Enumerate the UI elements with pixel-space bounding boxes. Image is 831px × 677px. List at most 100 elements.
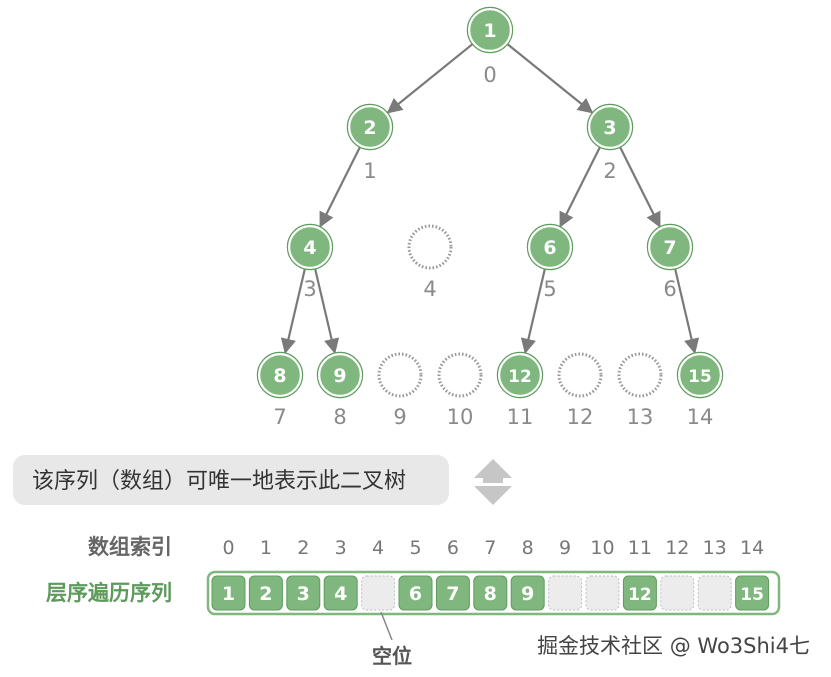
double-arrow-icon [474,459,512,505]
tree-empty-node [407,224,453,270]
tree-edge [618,146,661,228]
tree-node-value: 4 [303,237,316,259]
array-empty-cell [660,575,695,611]
array-index: 3 [335,537,347,559]
array-cell: 12 [622,575,657,611]
array-cell: 2 [248,575,283,611]
array-index: 12 [665,537,689,559]
tree-node: 9 [316,351,364,399]
array-index: 8 [522,537,534,559]
tree-edges [280,42,700,355]
array-index: 9 [559,537,571,559]
tree-empty-node [377,352,423,398]
array-empty-cell [697,575,732,611]
tree-node: 2 [346,103,394,151]
watermark: 掘金技术社区 @ Wo3Shi4七 [537,634,810,658]
tree-edge [313,268,340,355]
tree-node-index: 12 [567,405,594,429]
tree-node-index: 10 [447,405,474,429]
array-index: 5 [409,537,421,559]
array-empty-cell [361,575,396,611]
tree-node: 12 [496,351,544,399]
array-index: 6 [447,537,459,559]
tree-node-index: 9 [393,405,406,429]
array-empty-cell [548,575,583,611]
caption-text: 该序列（数组）可唯一地表示此二叉树 [32,469,406,494]
tree-edge [673,268,700,355]
tree-node-index: 11 [507,405,534,429]
tree-node-value: 3 [603,117,616,139]
tree-node-value: 8 [273,365,286,387]
tree-empty-node [617,352,663,398]
array-cell: 3 [286,575,321,611]
array-index: 1 [260,537,272,559]
tree-node: 1 [466,6,514,54]
array-cell-value: 8 [484,583,497,605]
tree-edge [319,146,362,228]
tree-node-value: 2 [363,117,376,139]
array-cell-value: 7 [446,583,459,605]
tree-node-value: 15 [688,367,712,387]
tree-node-index: 8 [333,405,346,429]
array-cell: 1 [211,575,246,611]
tree-node-value: 6 [543,237,556,259]
tree-node-value: 9 [333,365,346,387]
tree-node-value: 7 [663,237,676,259]
tree-node-index: 1 [363,159,376,183]
tree-node: 15 [676,351,724,399]
array-cell-value: 2 [259,583,272,605]
array-cell-value: 4 [334,583,347,605]
tree-node-index: 4 [423,277,436,301]
tree-node: 7 [646,223,694,271]
array-cell-value: 6 [409,583,422,605]
tree-node-index: 2 [603,159,616,183]
array-cell: 15 [735,575,770,611]
array-empty-cell [585,575,620,611]
tree-empty-node [437,352,483,398]
array-index: 2 [297,537,309,559]
tree-edge [386,42,474,114]
array-cell-value: 3 [297,583,310,605]
tree-node-index: 5 [543,277,556,301]
array-index: 4 [372,537,384,559]
tree-node: 8 [256,351,304,399]
array-index: 0 [222,537,234,559]
index-row-label: 数组索引 [88,535,172,559]
tree-edge [559,146,602,228]
empty-slot-pointer [380,611,393,641]
tree-node-value: 12 [508,367,532,387]
empty-slot-label: 空位 [372,644,412,668]
tree-edge [520,268,547,355]
tree-node-index: 0 [483,63,496,87]
array-cell-value: 15 [740,585,764,605]
array-index: 14 [740,537,764,559]
tree-edge [506,42,594,114]
tree-node: 3 [586,103,634,151]
array-cell: 6 [398,575,433,611]
array-index: 11 [628,537,652,559]
tree-empty-node [557,352,603,398]
tree-node-index: 6 [663,277,676,301]
tree-edge [280,268,307,355]
array-cell: 7 [435,575,470,611]
sequence-row-label: 层序遍历序列 [46,581,172,605]
array-cell: 8 [473,575,508,611]
tree-node-value: 1 [483,20,496,42]
array-cell-value: 12 [628,585,652,605]
tree-node-index: 7 [273,405,286,429]
tree-node-index: 3 [303,277,316,301]
tree-node: 4 [286,223,334,271]
tree-node-index: 14 [687,405,714,429]
array-index: 7 [484,537,496,559]
array-index: 13 [703,537,727,559]
array-cell-value: 9 [521,583,534,605]
array-cell: 4 [323,575,358,611]
array-index: 10 [590,537,614,559]
array-cell-value: 1 [222,583,235,605]
tree-node: 6 [526,223,574,271]
